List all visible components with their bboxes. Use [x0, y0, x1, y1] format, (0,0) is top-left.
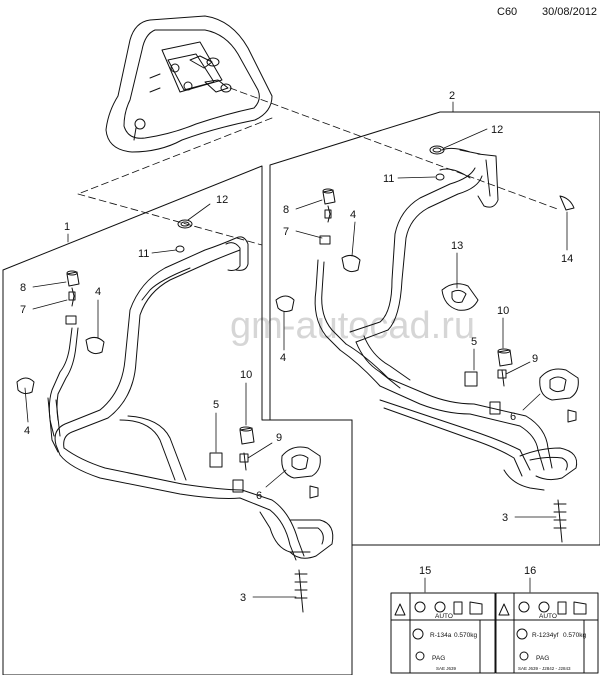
callout-4: 4: [24, 425, 30, 437]
callout-10: 10: [240, 369, 252, 381]
assembly-1-number: 1: [64, 221, 70, 233]
callout-7: 7: [20, 304, 26, 316]
label-16-refrigerant: R-1234yf: [532, 632, 559, 639]
assembly-1-parts: [16, 219, 321, 613]
callout-12: 12: [216, 194, 228, 206]
label-15-refrigerant: R-134a: [430, 632, 452, 639]
callout-3: 3: [502, 512, 508, 524]
callout-4: 4: [95, 286, 101, 298]
callout-4: 4: [350, 209, 356, 221]
label-16-footnote: SAE J639 - J2842 - J2843: [518, 666, 571, 671]
projection-lines: [77, 87, 561, 246]
callout-14: 14: [561, 253, 573, 265]
callout-9: 9: [276, 432, 282, 444]
callout-3: 3: [240, 592, 246, 604]
diagram-code: C60: [497, 6, 518, 18]
callout-5: 5: [471, 336, 477, 348]
expansion-valve-housing: [105, 15, 273, 153]
assembly-2-number: 2: [449, 90, 455, 102]
assembly-2-frame: [269, 111, 600, 546]
label-15: 15 AUTO R-134a 0.570kg PAG SAE J639: [390, 565, 496, 674]
diagram-date: 30/08/2012: [542, 6, 598, 18]
label-15-oil: PAG: [432, 655, 445, 662]
callout-15: 15: [419, 565, 431, 577]
assembly-1-pipes: [47, 236, 334, 561]
watermark: gm-autocad.ru: [230, 305, 475, 347]
callout-13: 13: [451, 240, 463, 252]
callout-11: 11: [383, 173, 394, 185]
label-16: 16 AUTO R-1234yf 0.570kg PAG SAE J639 - …: [495, 565, 599, 674]
assembly-2-callouts: 12 11 8 4 7 13 4 10 5 9 6 14 3: [280, 124, 573, 524]
assembly-1-leaders: [24, 203, 297, 598]
callout-8: 8: [283, 204, 289, 216]
assembly-2-leaders: [283, 128, 568, 518]
label-16-oil: PAG: [536, 655, 549, 662]
callout-8: 8: [20, 282, 26, 294]
label-15-charge: 0.570kg: [454, 632, 478, 639]
label-15-footnote: SAE J639: [436, 666, 457, 671]
assembly-2-pipes: [314, 147, 578, 491]
callout-11: 11: [138, 248, 149, 260]
callout-6: 6: [510, 411, 516, 423]
callout-6: 6: [256, 490, 262, 502]
callout-16: 16: [524, 565, 536, 577]
callout-7: 7: [283, 226, 289, 238]
callout-5: 5: [213, 399, 219, 411]
label-16-auto: AUTO: [539, 613, 557, 620]
callout-10: 10: [497, 305, 509, 317]
assembly-1-callouts: 12 11 8 7 4 4 10 5 9 6 3: [20, 194, 282, 604]
callout-4: 4: [280, 352, 286, 364]
label-15-auto: AUTO: [435, 613, 453, 620]
assembly-2-parts: [275, 145, 579, 543]
callout-12: 12: [491, 124, 503, 136]
label-16-charge: 0.570kg: [563, 632, 587, 639]
callout-9: 9: [532, 353, 538, 365]
